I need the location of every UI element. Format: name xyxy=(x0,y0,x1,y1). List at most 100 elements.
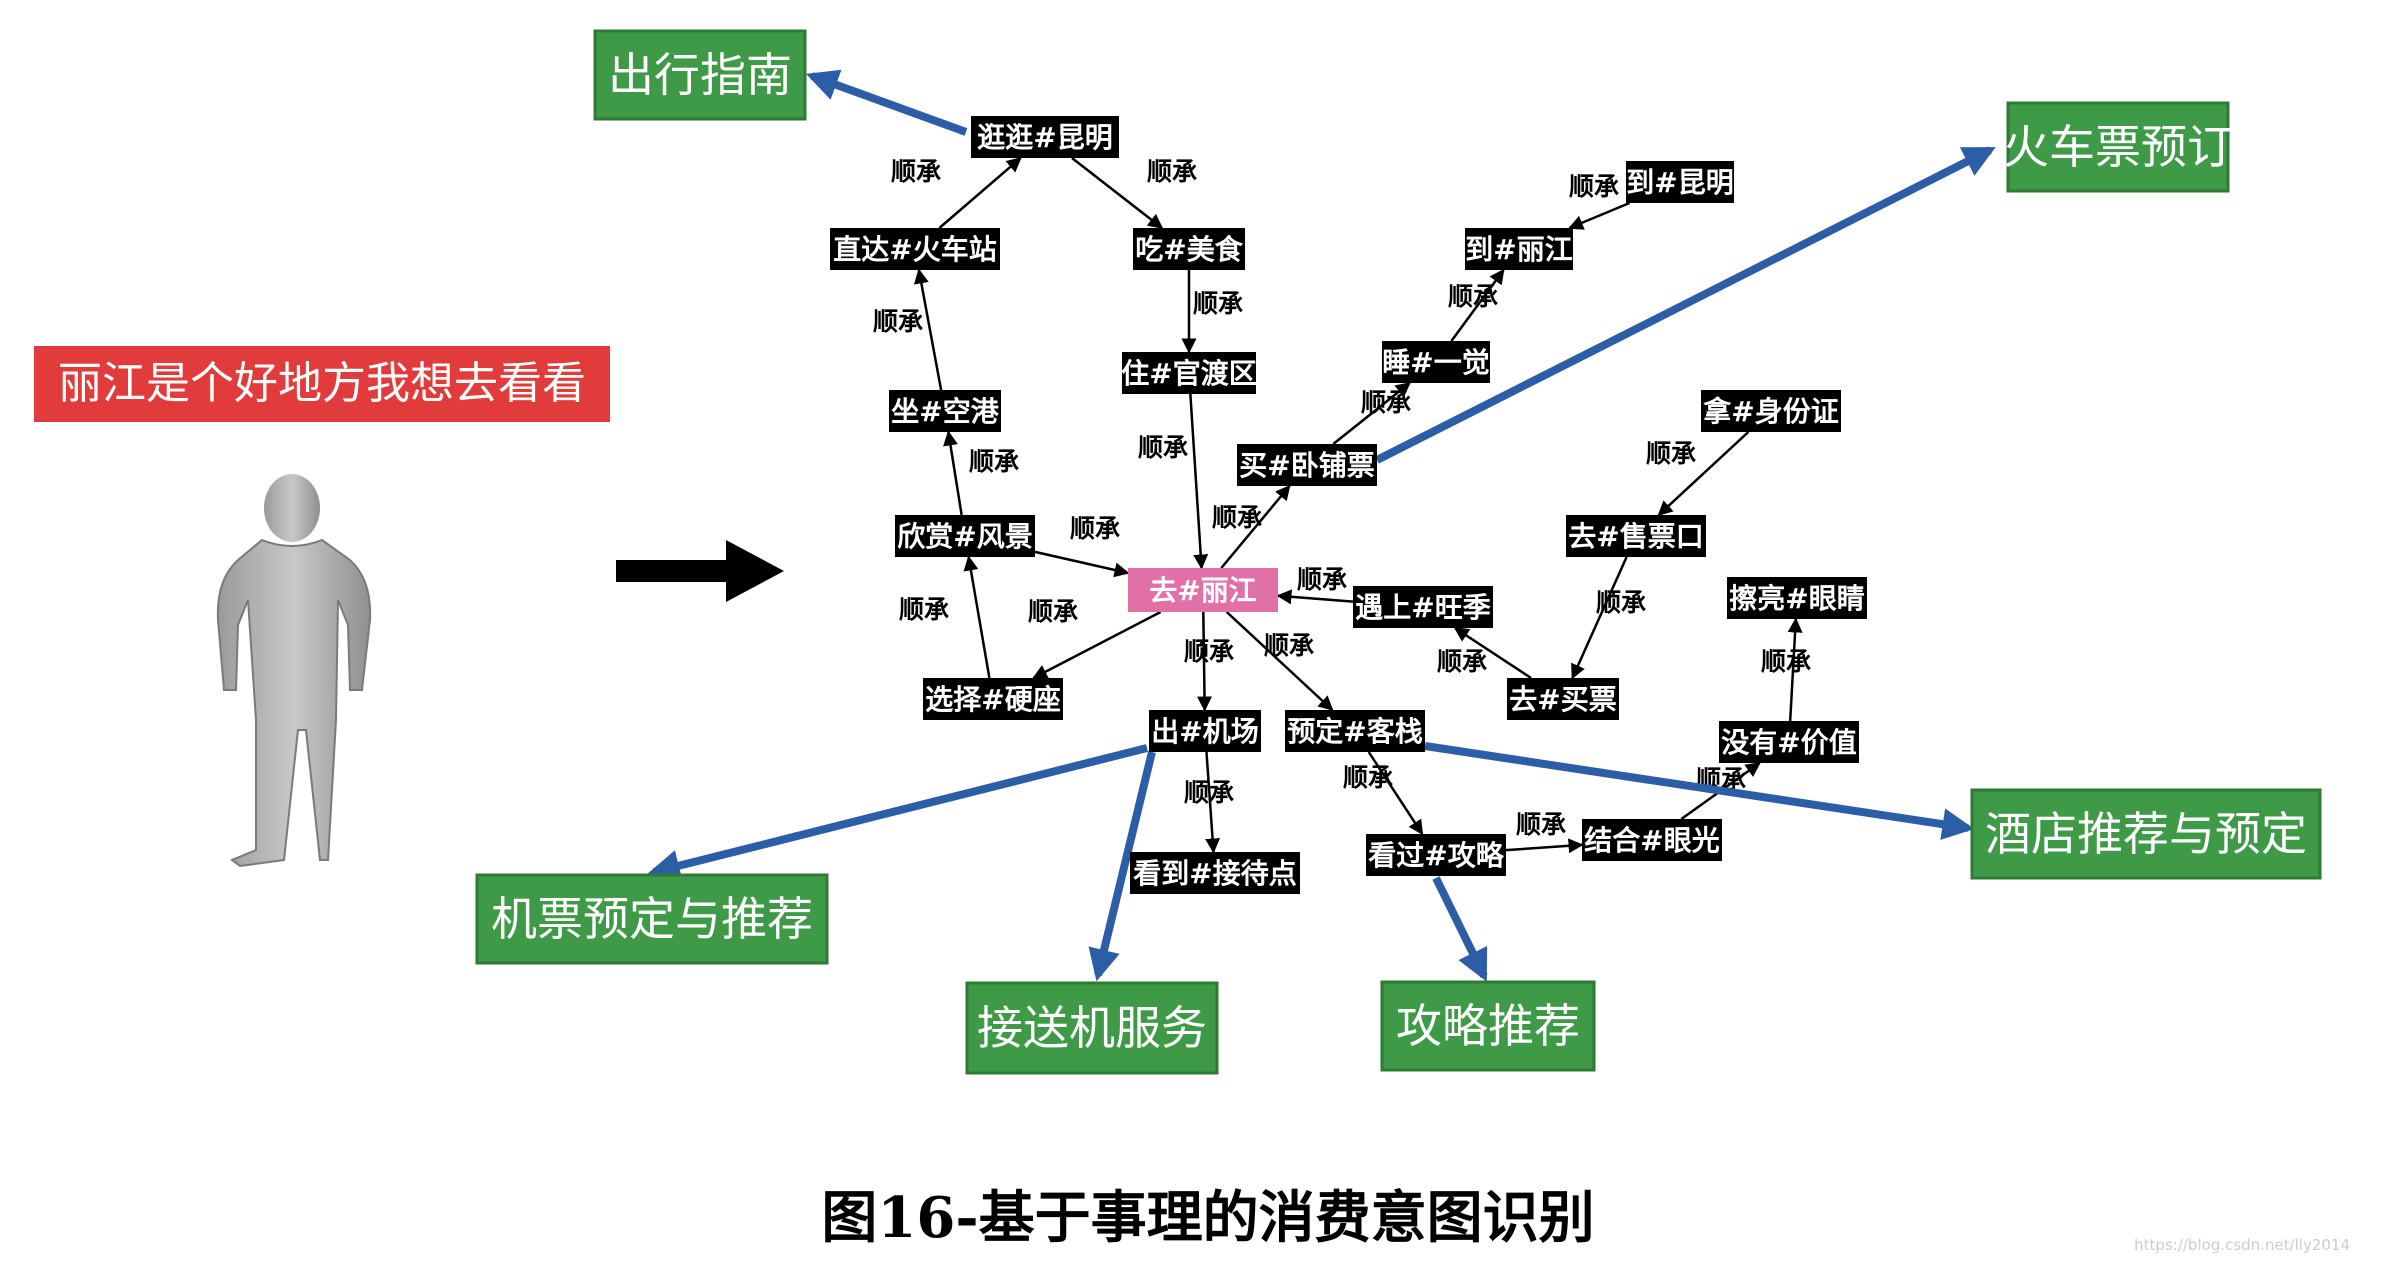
edge-xuanze_yingzuo-to-xinshang_fengjing xyxy=(963,555,991,679)
intent-label: 酒店推荐与预定 xyxy=(1985,807,2307,861)
event-node-label: 预定#客栈 xyxy=(1287,715,1422,748)
event-node-box xyxy=(1465,228,1573,270)
edge-dao_kunming-to-dao_lijiang xyxy=(1568,201,1631,230)
event-node-box xyxy=(923,678,1063,720)
event-node-chi_meishi: 吃#美食 xyxy=(1133,228,1245,270)
event-node-dao_lijiang: 到#丽江 xyxy=(1465,228,1573,270)
edge-label: 顺承 xyxy=(899,595,949,624)
event-node-box xyxy=(1366,834,1506,876)
event-node-meiyou_jiazhi: 没有#价值 xyxy=(1719,721,1859,763)
event-node-box xyxy=(1133,228,1245,270)
intent-box-background xyxy=(593,29,807,121)
event-node-kandao_jiedaidian: 看到#接待点 xyxy=(1130,852,1300,894)
event-node-xinshang_fengjing: 欣赏#风景 xyxy=(895,515,1035,557)
event-node-label: 结合#眼光 xyxy=(1584,824,1719,857)
event-node-chu_jichang: 出#机场 xyxy=(1149,710,1261,752)
edge-label: 顺承 xyxy=(1184,637,1234,666)
event-node-label: 去#售票口 xyxy=(1568,520,1703,553)
edge-go_lijiang-to-yuding_kezhan xyxy=(1225,611,1334,712)
event-node-kanguo_gonglue: 看过#攻略 xyxy=(1366,834,1506,876)
edge-label: 顺承 xyxy=(1070,514,1120,543)
event-node-box xyxy=(895,515,1035,557)
intent-label: 火车票预订 xyxy=(2003,120,2233,174)
intent-box-shuttle: 接送机服务 xyxy=(965,981,1219,1075)
figure-caption: 图16-基于事理的消费意图识别 xyxy=(821,1185,1594,1251)
edge-go_lijiang-to-xuanze_yingzuo xyxy=(1032,610,1162,680)
event-node-label: 吃#美食 xyxy=(1135,233,1243,266)
event-node-label: 去#买票 xyxy=(1509,683,1616,716)
edge-qu_shoupiaokou-to-qu_maipiao xyxy=(1571,556,1628,680)
edge-na_shenfenzheng-to-qu_shoupiaokou xyxy=(1657,431,1750,517)
intent-box-travel_guide: 出行指南 xyxy=(593,29,807,121)
edge-label: 顺承 xyxy=(1361,388,1411,417)
edge-xinshang_fengjing-to-go_lijiang xyxy=(1034,550,1130,578)
edge-label: 顺承 xyxy=(1343,763,1393,792)
edge-label: 顺承 xyxy=(1028,597,1078,626)
event-node-jiehe_yanguang: 结合#眼光 xyxy=(1582,819,1722,861)
intent-box-background xyxy=(1380,980,1596,1072)
intent-arrow-guide_recommend xyxy=(1432,876,1488,982)
event-node-label: 擦亮#眼睛 xyxy=(1729,582,1864,615)
event-node-qu_shoupiaokou: 去#售票口 xyxy=(1566,515,1706,557)
edge-zhu_guandu-to-go_lijiang xyxy=(1189,393,1209,570)
intent-box-hotel: 酒店推荐与预定 xyxy=(1970,788,2322,880)
intent-arrows-layer xyxy=(647,69,1996,982)
event-node-label: 看过#攻略 xyxy=(1368,839,1504,872)
event-node-box xyxy=(1566,515,1706,557)
intent-box-background xyxy=(965,981,1219,1075)
edge-label: 顺承 xyxy=(1212,503,1262,532)
edge-go_lijiang-to-mai_wopupiao xyxy=(1220,484,1291,569)
event-node-mai_wopupiao: 买#卧铺票 xyxy=(1237,444,1377,486)
big-right-arrow xyxy=(616,540,784,602)
edge-qu_maipiao-to-yushang_wangji xyxy=(1453,626,1532,680)
edge-zuo_konggang-to-zhida_huochezhan xyxy=(913,268,943,391)
event-node-guang_kunming: 逛逛#昆明 xyxy=(971,116,1119,158)
edge-label: 顺承 xyxy=(1138,433,1188,462)
intent-label: 攻略推荐 xyxy=(1396,999,1580,1053)
event-node-calang_yanjing: 擦亮#眼睛 xyxy=(1727,577,1867,619)
event-node-label: 逛逛#昆明 xyxy=(977,121,1112,154)
query-text: 丽江是个好地方我想去看看 xyxy=(58,358,586,409)
event-node-yuding_kezhan: 预定#客栈 xyxy=(1285,710,1425,752)
query-box: 丽江是个好地方我想去看看 xyxy=(34,346,610,422)
edge-label: 顺承 xyxy=(1297,565,1347,594)
event-node-na_shenfenzheng: 拿#身份证 xyxy=(1701,390,1841,432)
event-node-box xyxy=(1507,678,1619,720)
event-node-box xyxy=(1237,444,1377,486)
event-node-label: 去#丽江 xyxy=(1149,574,1256,607)
intent-box-background xyxy=(1970,788,2322,880)
event-node-zuo_konggang: 坐#空港 xyxy=(889,390,1001,432)
event-node-box xyxy=(1130,852,1300,894)
event-node-qu_maipiao: 去#买票 xyxy=(1507,678,1619,720)
intent-arrow-hotel xyxy=(1424,742,1975,840)
event-node-xuanze_yingzuo: 选择#硬座 xyxy=(923,678,1063,720)
event-node-zhida_huochezhan: 直达#火车站 xyxy=(830,228,1000,270)
event-node-label: 遇上#旺季 xyxy=(1355,591,1490,624)
event-node-zhu_guandu: 住#官渡区 xyxy=(1121,352,1257,394)
edge-yuding_kezhan-to-kanguo_gonglue xyxy=(1367,751,1424,836)
event-node-box xyxy=(1626,161,1734,203)
intent-label: 机票预定与推荐 xyxy=(491,892,813,946)
intent-arrow-shuttle xyxy=(1088,751,1156,982)
edge-label: 顺承 xyxy=(1437,647,1487,676)
event-node-box xyxy=(1582,819,1722,861)
event-node-box xyxy=(1149,710,1261,752)
person-icon xyxy=(216,474,372,868)
event-node-box xyxy=(1719,721,1859,763)
intent-box-background xyxy=(2006,101,2230,193)
edge-label: 顺承 xyxy=(1569,172,1619,201)
edge-xinshang_fengjing-to-zuo_konggang xyxy=(943,430,963,516)
event-node-box xyxy=(889,390,1001,432)
intent-label: 出行指南 xyxy=(608,48,792,102)
edge-shui_yijiao-to-dao_lijiang xyxy=(1450,268,1505,342)
event-node-box xyxy=(1727,577,1867,619)
event-node-box xyxy=(971,116,1119,158)
edge-label: 顺承 xyxy=(1646,439,1696,468)
event-node-label: 出#机场 xyxy=(1151,715,1258,748)
event-node-label: 到#丽江 xyxy=(1465,233,1572,266)
edge-label: 顺承 xyxy=(873,307,923,336)
edge-chu_jichang-to-kandao_jiedaidian xyxy=(1205,751,1221,854)
